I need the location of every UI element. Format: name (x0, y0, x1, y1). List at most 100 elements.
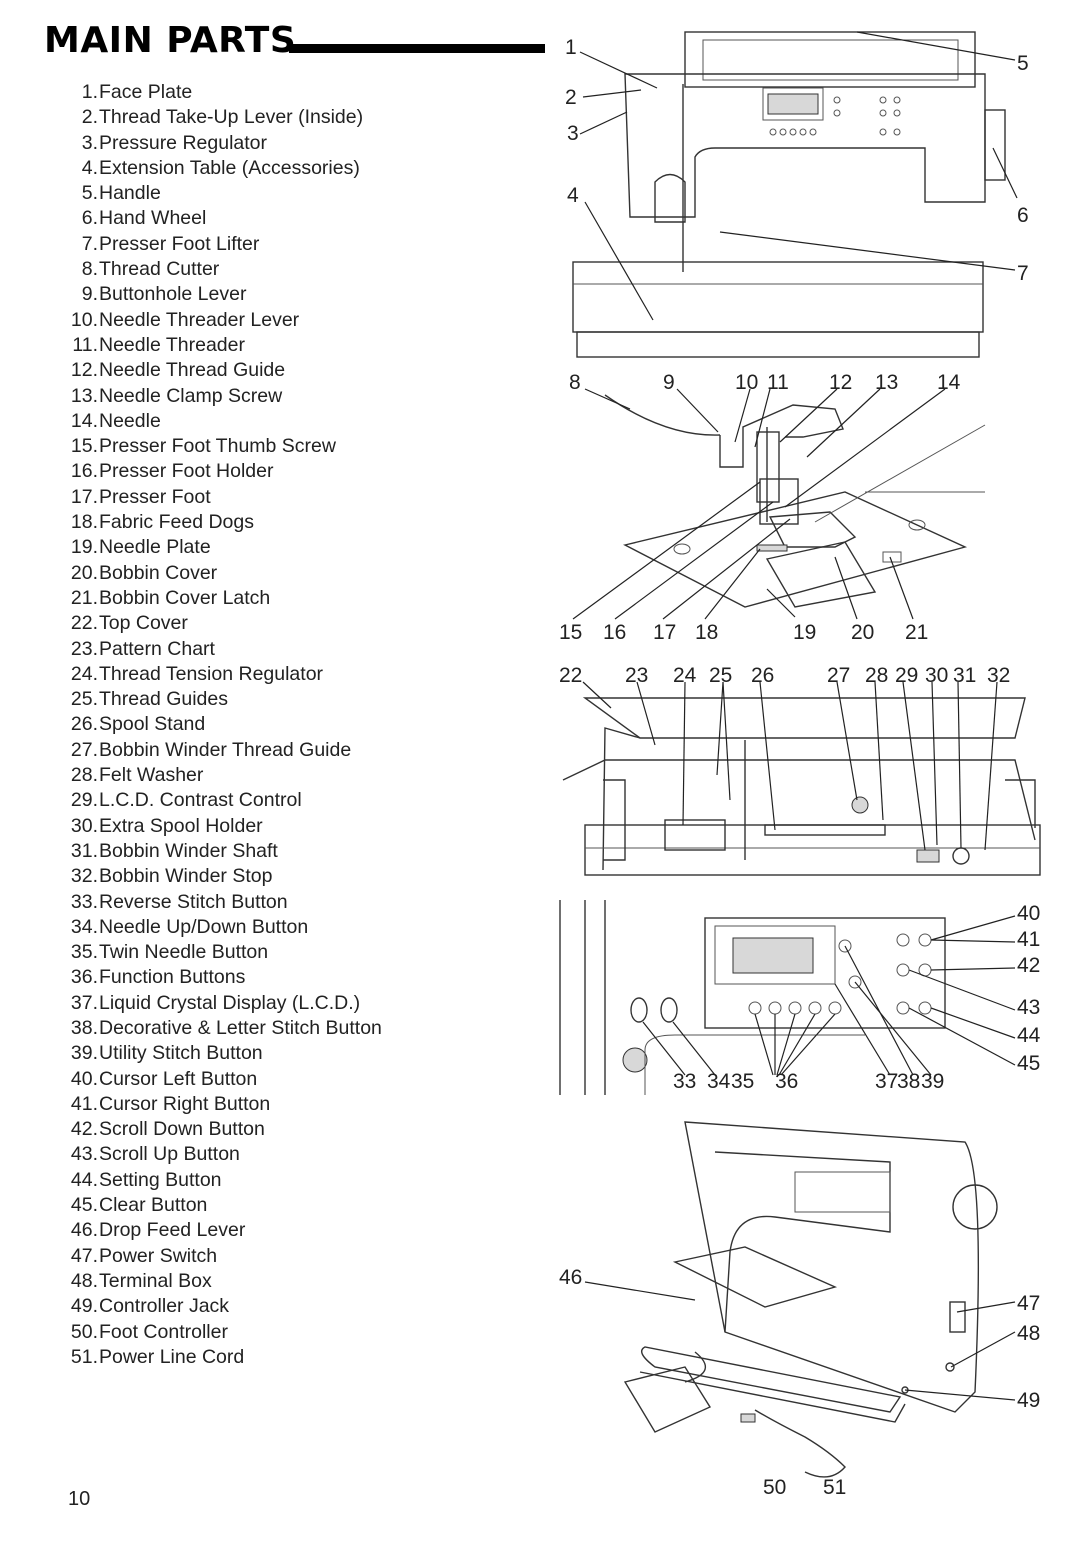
callout-number: 19 (793, 621, 816, 644)
list-item: 2.Thread Take-Up Lever (Inside) (58, 105, 382, 130)
part-number: 45. (70, 1194, 98, 1217)
callout-number: 10 (735, 371, 758, 394)
part-number: 12. (70, 359, 98, 382)
callout-number: 28 (865, 664, 888, 687)
part-number: 47. (70, 1244, 98, 1267)
top-cover-drawing (562, 697, 1041, 876)
part-label: Face Plate (99, 81, 193, 103)
part-number: 24. (70, 662, 98, 685)
part-label: Thread Cutter (99, 258, 220, 281)
callout-number: 45 (1017, 1052, 1040, 1075)
list-item: 36.Function Buttons (58, 965, 382, 990)
part-number: 4. (81, 156, 98, 179)
part-label: Setting Button (99, 1168, 222, 1191)
list-item: 14.Needle (58, 409, 382, 434)
part-number: 16. (70, 460, 98, 483)
part-number: 10. (70, 308, 98, 331)
part-label: Top Cover (99, 612, 188, 635)
part-number: 7. (81, 232, 98, 255)
part-label: Power Line Cord (99, 1345, 245, 1368)
part-label: Needle Threader Lever (99, 308, 300, 331)
callout-number: 11 (767, 371, 789, 394)
part-label: Terminal Box (99, 1269, 212, 1292)
part-number: 2. (81, 106, 98, 129)
callout-number: 21 (905, 621, 928, 644)
part-label: Pressure Regulator (99, 131, 267, 154)
callout-number: 47 (1017, 1292, 1040, 1315)
title-underline (289, 44, 579, 53)
callout-number: 40 (1017, 902, 1040, 925)
part-label: Needle Plate (99, 536, 211, 559)
callout-number: 37 (875, 1070, 898, 1093)
part-label: Needle (99, 409, 161, 432)
part-number: 33. (70, 890, 98, 913)
part-label: Function Buttons (99, 966, 246, 989)
part-number: 3. (81, 131, 98, 154)
page-title-text: MAIN PARTS (44, 20, 297, 61)
part-label: Thread Guides (99, 688, 228, 711)
list-item: 33.Reverse Stitch Button (58, 890, 382, 915)
part-number: 11. (72, 333, 98, 356)
callout-number: 43 (1017, 996, 1040, 1019)
part-number: 40. (70, 1067, 98, 1090)
list-item: 20.Bobbin Cover (58, 561, 382, 586)
callout-number: 35 (731, 1070, 754, 1093)
part-number: 25. (70, 688, 98, 711)
callout-number: 20 (851, 621, 874, 644)
part-label: Bobbin Winder Thread Guide (99, 738, 352, 761)
list-item: 3.Pressure Regulator (58, 131, 382, 156)
list-item: 47.Power Switch (58, 1244, 382, 1269)
list-item: 18.Fabric Feed Dogs (58, 510, 382, 535)
part-number: 32. (70, 865, 98, 888)
part-label: Needle Up/Down Button (99, 915, 309, 938)
part-label: Liquid Crystal Display (L.C.D.) (99, 991, 361, 1014)
part-label: Extension Table (Accessories) (99, 156, 360, 179)
part-number: 29. (70, 789, 98, 812)
control-panel-callout-lines (642, 915, 1016, 1076)
callout-number: 36 (775, 1070, 798, 1093)
part-label: Twin Needle Button (99, 941, 269, 964)
list-item: 38.Decorative & Letter Stitch Button (58, 1016, 382, 1041)
list-item: 50.Foot Controller (58, 1320, 382, 1345)
callout-number: 23 (625, 664, 648, 687)
part-number: 19. (70, 536, 98, 559)
part-number: 44. (70, 1168, 98, 1191)
part-number: 15. (70, 435, 98, 458)
part-label: Decorative & Letter Stitch Button (99, 1016, 382, 1039)
part-number: 9. (81, 283, 98, 306)
callout-number: 8 (569, 371, 581, 394)
callout-number: 26 (751, 664, 774, 687)
part-label: Bobbin Winder Stop (99, 865, 273, 888)
callout-number: 25 (709, 664, 732, 687)
list-item: 16.Presser Foot Holder (58, 459, 382, 484)
front-callout-lines (579, 31, 1018, 321)
part-label: Controller Jack (99, 1295, 230, 1318)
list-item: 42.Scroll Down Button (58, 1117, 382, 1142)
rear-view-callout-lines (584, 1281, 1016, 1401)
list-item: 39.Utility Stitch Button (58, 1041, 382, 1066)
callout-number: 1 (565, 36, 577, 59)
callout-number: 6 (1017, 204, 1029, 227)
page-number: 10 (68, 1488, 91, 1510)
part-number: 23. (70, 637, 98, 660)
list-item: 35.Twin Needle Button (58, 940, 382, 965)
list-item: 1.Face Plate (58, 80, 382, 105)
list-item: 49.Controller Jack (58, 1294, 382, 1319)
list-item: 37.Liquid Crystal Display (L.C.D.) (58, 991, 382, 1016)
part-number: 34. (70, 915, 98, 938)
list-item: 25.Thread Guides (58, 687, 382, 712)
part-label: Extra Spool Holder (99, 814, 263, 837)
list-item: 13.Needle Clamp Screw (58, 384, 382, 409)
part-label: Needle Threader (99, 333, 245, 356)
callout-number: 7 (1017, 262, 1029, 285)
part-number: 41. (70, 1092, 98, 1115)
part-number: 13. (70, 384, 98, 407)
list-item: 45.Clear Button (58, 1193, 382, 1218)
rear-view-drawing (623, 1121, 998, 1478)
part-label: Scroll Down Button (99, 1118, 265, 1141)
part-label: Thread Tension Regulator (99, 662, 324, 685)
callout-number: 51 (823, 1476, 846, 1499)
